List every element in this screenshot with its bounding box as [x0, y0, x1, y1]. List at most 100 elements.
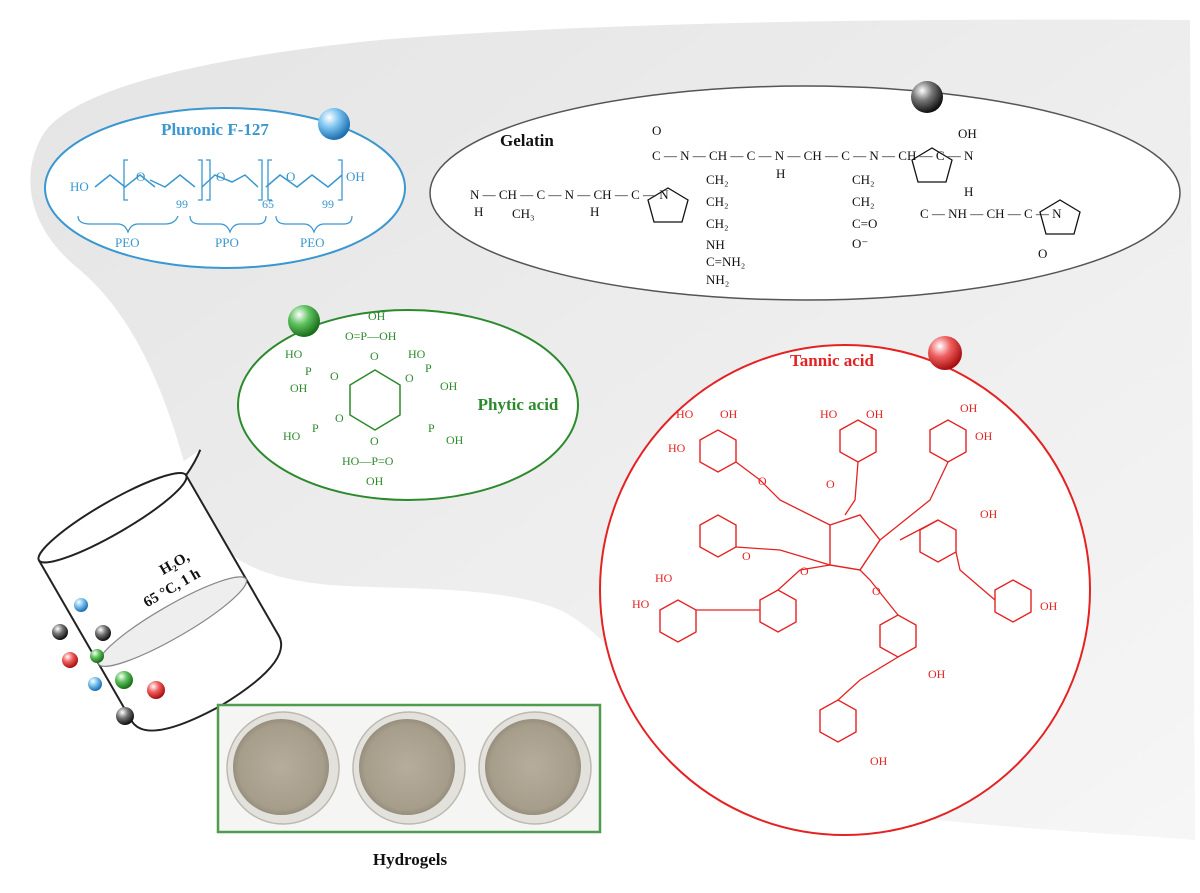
tannic-label-12: OH: [1040, 599, 1058, 613]
pluronic-chain-1: [149, 174, 196, 188]
phytic-label-1: O=P—OH: [345, 329, 397, 343]
particle-red-2: [147, 681, 165, 699]
pluronic-n1: 99: [176, 197, 188, 211]
phytic-label-12: P: [312, 421, 319, 435]
gelatin-ellipse: [429, 85, 1181, 301]
particle-black-2: [95, 625, 111, 641]
tannic-label-5: HO: [668, 441, 686, 455]
particle-blue-1: [74, 598, 88, 612]
pluronic-n3: 99: [322, 197, 334, 211]
hydrogel-photo: [216, 703, 602, 834]
particle-black-3: [116, 707, 134, 725]
phytic-ellipse: [237, 309, 579, 501]
phytic-label-5: OH: [290, 381, 308, 395]
gelatin-side-oh: OH: [958, 126, 977, 141]
tannic-label-11: HO: [632, 597, 650, 611]
phytic-label-16: O: [370, 434, 379, 448]
pluronic-ellipse: [44, 107, 406, 269]
phytic-label-10: OH: [440, 379, 458, 393]
phytic-label-17: HO—P=O: [342, 454, 394, 468]
tannic-label-9: HO: [655, 571, 673, 585]
hydrogel-sample-3: [485, 719, 581, 815]
beaker-particles: [52, 598, 165, 725]
gelatin-side-ch2-1: CH₂: [706, 172, 729, 187]
gelatin-h-2: H: [590, 204, 599, 219]
particle-black-1: [52, 624, 68, 640]
phytic-panel: Phytic acid OH O=P—OH O HO P OH O HO P O…: [237, 305, 579, 501]
pluronic-bracket-2: [206, 159, 263, 201]
tannic-label-17: OH: [928, 667, 946, 681]
phytic-ring: [349, 369, 401, 431]
phytic-label-18: OH: [366, 474, 384, 488]
gelatin-side-ch3: CH₃: [512, 206, 535, 221]
particle-blue-2: [88, 677, 102, 691]
gelatin-chain-top: C — N — CH — C — N — CH — C — N — CH — C…: [652, 148, 974, 163]
tannic-label-13: O: [800, 564, 809, 578]
gelatin-side-ominus: O⁻: [852, 236, 868, 251]
gelatin-structure: C — N — CH — C — N — CH — C — N — CH — C…: [470, 123, 1081, 287]
tannic-label-4: OH: [960, 401, 978, 415]
gelatin-chain-right: C — NH — CH — C — N: [920, 206, 1062, 221]
hydrogel-sample-1: [233, 719, 329, 815]
gelatin-title: Gelatin: [500, 131, 554, 150]
pluronic-formula: HO O 99 O 65 O 99 OH PEO PPO PEO: [70, 159, 365, 250]
tannic-labels: HO OH OH HO OH HO OH O O HO OH HO OH O O…: [632, 401, 1058, 768]
pluronic-chain-2: [201, 174, 259, 188]
tannic-title: Tannic acid: [790, 351, 874, 370]
tannic-label-6: OH: [975, 429, 993, 443]
pluronic-ho-label: HO: [70, 179, 89, 194]
tannic-ring-9: [994, 579, 1032, 623]
pluronic-o-label-3: O: [286, 169, 295, 184]
gelatin-ball: [911, 81, 943, 113]
phytic-label-8: P: [425, 361, 432, 375]
pluronic-chain-3: [265, 174, 343, 188]
phytic-labels: OH O=P—OH O HO P OH O HO P O OH HO P O P…: [283, 309, 464, 488]
tannic-label-14: O: [872, 584, 881, 598]
phytic-label-14: P: [428, 421, 435, 435]
tannic-panel: Tannic acid HO OH OH HO OH HO OH O O HO …: [599, 336, 1091, 836]
tannic-label-7: O: [758, 474, 767, 488]
pluronic-block-peo-1: PEO: [115, 235, 140, 250]
gelatin-proline-ring-1: [647, 187, 689, 223]
tannic-label-16: OH: [870, 754, 888, 768]
gelatin-h-4: H: [964, 184, 973, 199]
tannic-label-10: OH: [980, 507, 998, 521]
phytic-label-3: HO: [285, 347, 303, 361]
tannic-label-8: O: [826, 477, 835, 491]
pluronic-bracket-1: [123, 159, 203, 201]
tannic-label-0: HO: [676, 407, 694, 421]
phytic-label-7: HO: [408, 347, 426, 361]
gelatin-side-cnh2: C=NH₂: [706, 254, 745, 269]
tannic-bonds: [696, 461, 996, 701]
tannic-ellipse: [599, 344, 1091, 836]
phytic-label-9: O: [405, 371, 414, 385]
phytic-label-4: P: [305, 364, 312, 378]
phytic-label-2: O: [370, 349, 379, 363]
phytic-ball: [288, 305, 320, 337]
phytic-label-13: O: [335, 411, 344, 425]
gelatin-side-nh: NH: [706, 237, 725, 252]
pluronic-oh-label: OH: [346, 169, 365, 184]
pluronic-block-ppo: PPO: [215, 235, 239, 250]
pluronic-brace-ppo: [189, 215, 267, 234]
gelatin-h-3: H: [776, 166, 785, 181]
phytic-label-0: OH: [368, 309, 386, 323]
gelatin-chain-bottom: N — CH — C — N — CH — C — N: [470, 187, 669, 202]
gelatin-side-nh2: NH₂: [706, 272, 729, 287]
pluronic-backbone: [94, 174, 156, 188]
pluronic-o-label-1: O: [136, 169, 145, 184]
beaker-rim: [37, 472, 188, 564]
gelatin-panel: Gelatin C — N — CH — C — N — CH — C — N …: [429, 81, 1181, 301]
photo-caption: Hydrogels: [372, 850, 448, 869]
gelatin-side-ch2-2: CH₂: [706, 194, 729, 209]
particle-green-2: [115, 671, 133, 689]
particle-red-1: [62, 652, 78, 668]
pluronic-ball: [318, 108, 350, 140]
tannic-ring-3: [929, 419, 967, 463]
hydrogel-sample-2: [359, 719, 455, 815]
phytic-title: Phytic acid: [478, 395, 559, 414]
tannic-ring-2: [839, 419, 877, 463]
gelatin-h-1: H: [474, 204, 483, 219]
tannic-label-15: O: [742, 549, 751, 563]
